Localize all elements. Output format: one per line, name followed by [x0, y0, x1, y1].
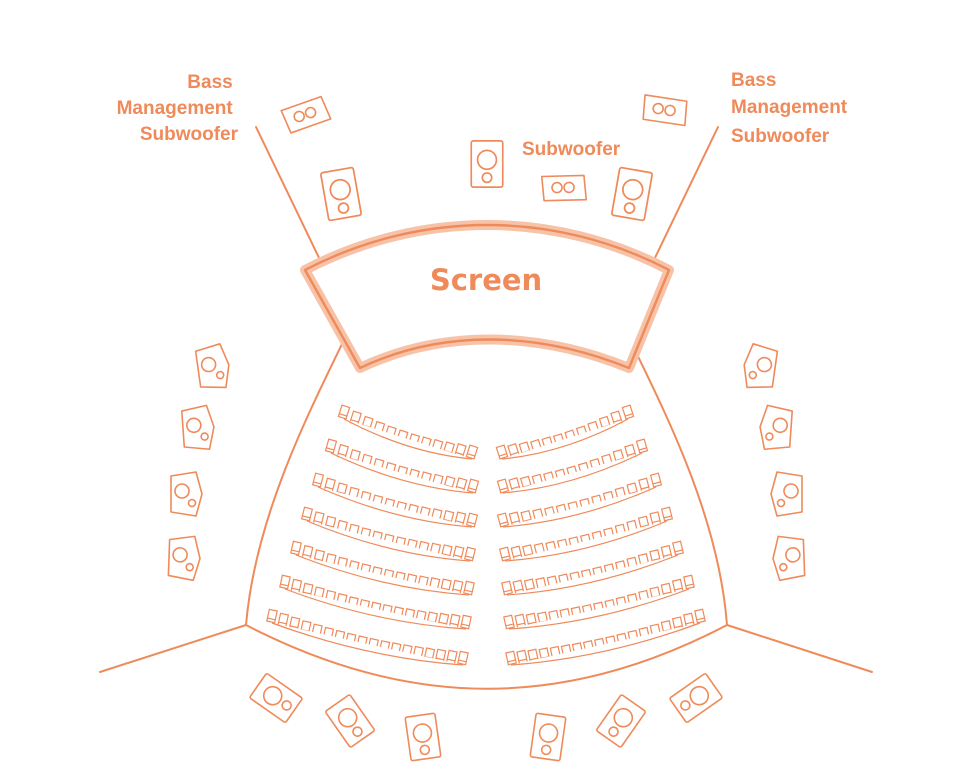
seat-icon: [464, 546, 476, 562]
left-seat-row: [324, 438, 480, 494]
seat-icon: [463, 580, 475, 596]
seat-icon: [457, 650, 469, 666]
speaker-icon: [319, 166, 363, 222]
right-seat-row: [497, 472, 662, 528]
speaker-icon: [529, 712, 567, 762]
seat-icon: [683, 574, 695, 590]
right-row-base: [510, 622, 701, 666]
seat-icon: [495, 444, 509, 460]
seat-icon: [279, 574, 291, 590]
seat-icon: [499, 546, 511, 562]
speaker-icon: [770, 471, 803, 517]
seating-area: [266, 404, 706, 666]
left-row-base: [295, 554, 470, 596]
speaker-icon: [595, 693, 647, 749]
left-row-base: [306, 520, 471, 562]
subwoofer-icon: [539, 171, 589, 205]
front-speakers: [279, 90, 692, 222]
room-walls: [99, 126, 873, 690]
seat-icon: [661, 506, 673, 522]
seat-icon: [266, 608, 278, 624]
seat-icon: [312, 472, 324, 488]
seat-icon: [496, 478, 510, 494]
seat-icon: [466, 512, 478, 528]
speaker-icon: [170, 471, 203, 517]
speaker-icon: [324, 693, 376, 749]
subwoofer-icon: [638, 90, 692, 131]
seat-icon: [635, 438, 649, 454]
seat-icon: [621, 404, 635, 420]
speaker-icon: [180, 404, 217, 452]
speaker-icon: [404, 712, 442, 762]
right-seat-row: [503, 574, 695, 630]
right-seat-row: [499, 506, 673, 562]
left-wall-speakers: [167, 342, 233, 582]
seat-icon: [497, 512, 509, 528]
seat-icon: [505, 650, 517, 666]
seat-icon: [290, 540, 302, 556]
bass-subwoofer-label-right: Bass Management Subwoofer: [731, 70, 852, 147]
seat-icon: [466, 478, 480, 494]
right-row-base: [501, 418, 629, 460]
speaker-icon: [167, 534, 202, 582]
right-row-base: [504, 520, 668, 562]
seat-icon: [324, 438, 338, 454]
seat-icon: [337, 404, 351, 420]
speaker-icon: [668, 672, 724, 724]
right-row-base: [508, 588, 690, 630]
seat-icon: [503, 614, 515, 630]
left-seat-row: [290, 540, 475, 596]
screen: Screen: [300, 220, 674, 373]
rear-speakers: [248, 672, 724, 762]
right-seat-row: [496, 438, 649, 494]
left-row-base: [271, 622, 464, 666]
speaker-icon: [771, 534, 806, 582]
speaker-icon: [194, 342, 233, 392]
seat-icon: [301, 506, 313, 522]
speaker-icon: [610, 166, 654, 222]
seat-icon: [460, 614, 472, 630]
right-wall-speakers: [740, 342, 806, 582]
right-seat-row: [501, 540, 684, 596]
right-row-base: [502, 486, 657, 528]
left-row-base: [284, 588, 467, 630]
right-row-base: [506, 554, 679, 596]
speaker-icon: [470, 140, 504, 188]
right-row-base: [502, 452, 643, 494]
seat-icon: [650, 472, 662, 488]
seat-icon: [501, 580, 513, 596]
left-seat-row: [337, 404, 479, 460]
screen-label: Screen: [430, 263, 542, 297]
speaker-icon: [248, 672, 304, 724]
subwoofer-icon: [279, 94, 333, 135]
left-seat-row: [312, 472, 478, 528]
left-row-base: [330, 452, 474, 494]
left-seat-row: [266, 608, 469, 666]
left-row-base: [317, 486, 473, 528]
seat-icon: [465, 444, 479, 460]
left-row-base: [343, 418, 473, 460]
seat-icon: [694, 608, 706, 624]
right-seat-row: [505, 608, 706, 666]
speaker-icon: [757, 404, 794, 452]
left-seat-row: [301, 506, 476, 562]
bass-subwoofer-label-left: Bass Management Subwoofer: [117, 72, 239, 145]
seat-icon: [672, 540, 684, 556]
right-seat-row: [495, 404, 635, 460]
left-seat-row: [279, 574, 472, 630]
speaker-icon: [740, 342, 779, 392]
subwoofer-label: Subwoofer: [522, 139, 621, 160]
